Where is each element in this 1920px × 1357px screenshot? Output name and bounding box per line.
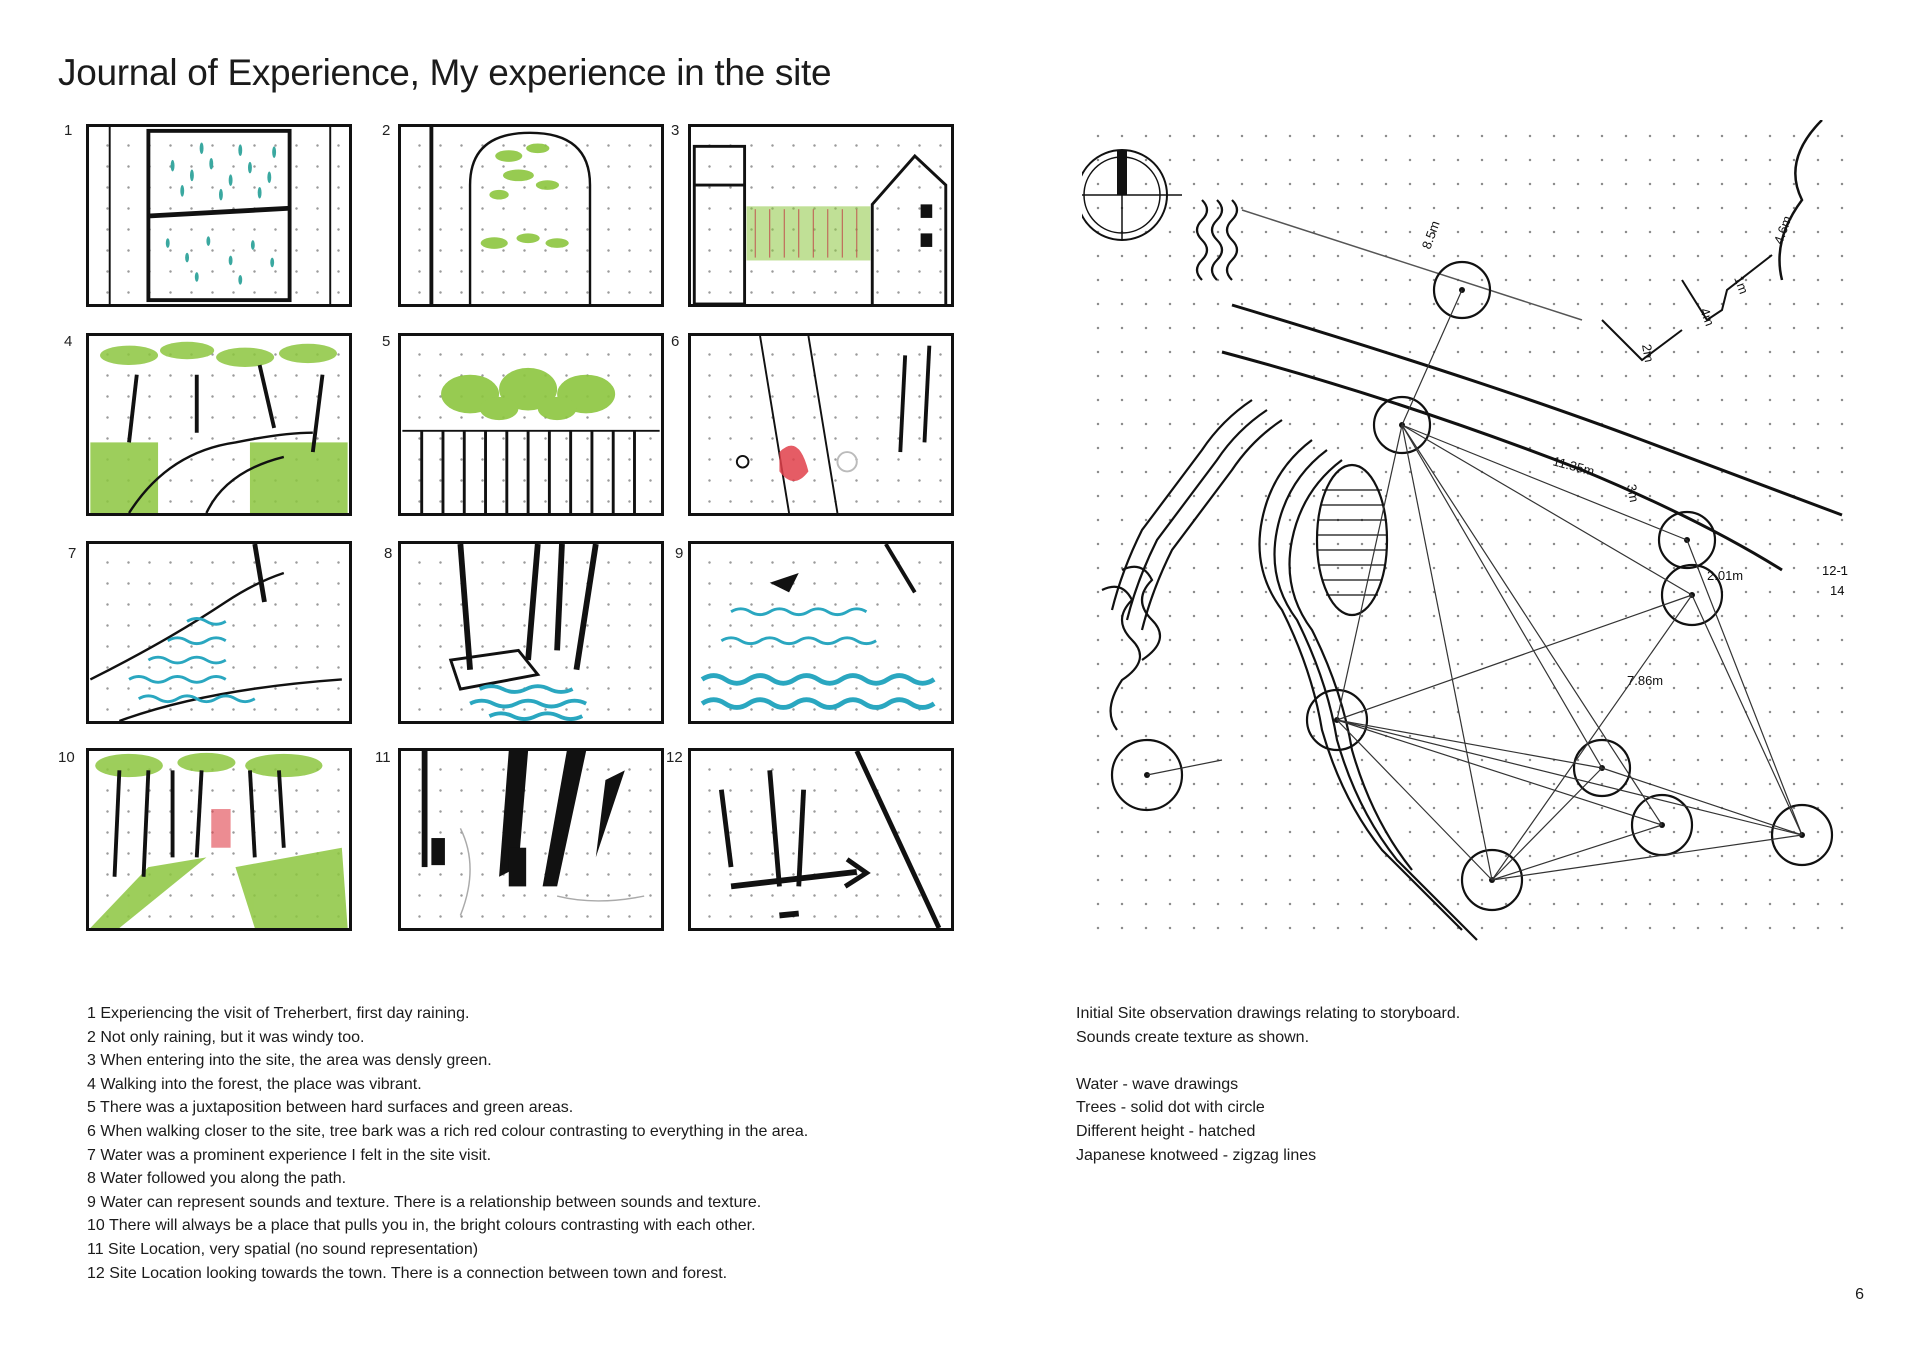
windy-doorway-sketch [429,127,592,304]
storyboard-frame-4 [86,333,352,516]
forest-path-sketch [90,341,348,513]
frame-number-5: 5 [382,333,391,350]
caption-line: 1 Experiencing the visit of Treherbert, … [87,1005,470,1022]
storyboard-frame-7 [86,541,352,724]
storyboard-frame-12 [688,748,954,931]
caption-line: 11 Site Location, very spatial (no sound… [87,1240,479,1258]
bridge-water-sketch [448,544,599,721]
measure-label: 7.86m [1627,673,1663,688]
frame-number-9: 9 [675,545,684,562]
storyboard-frame-5 [398,333,664,516]
page-title: Journal of Experience, My experience in … [58,52,832,93]
frame-number-8: 8 [384,545,393,562]
frame-number-6: 6 [671,333,680,350]
water-texture-sketch [700,544,936,710]
red-bark-sketch [735,336,932,513]
storyboard-frame-11 [398,748,664,931]
caption-line: 4 Walking into the forest, the place was… [87,1075,422,1093]
measure-label: 4.6m [1771,214,1795,246]
legend-line: Different height - hatched [1076,1122,1256,1140]
measure-label: 14 [1830,583,1844,598]
legend-line: Water - wave drawings [1076,1075,1239,1093]
frame-number-12: 12 [666,749,683,766]
legend-line: Japanese knotweed - zigzag lines [1076,1146,1317,1164]
site-observation-drawing: 8.5m 11.35m 3m 2.01m 7.86m 12-1 14 2m 4m… [1082,120,1860,948]
caption-line: 3 When entering into the site, the area … [87,1052,492,1070]
site-notes: Initial Site observation drawings relati… [1076,1002,1460,1167]
measure-label: 12-1 [1822,563,1848,578]
caption-line: 6 When walking closer to the site, tree … [87,1122,809,1140]
measure-label: 1m [1731,274,1751,296]
towards-town-sketch [718,751,942,928]
rain-window-sketch [108,127,332,304]
caption-line: 12 Site Location looking towards the tow… [87,1264,728,1282]
frame-number-4: 4 [64,333,73,350]
bright-forest-sketch [90,752,348,928]
north-arrow-icon [1082,149,1182,241]
storyboard-frame-2 [398,124,664,307]
caption-line: 5 There was a juxtaposition between hard… [87,1099,574,1117]
caption-line: 10 There will always be a place that pul… [87,1217,756,1235]
caption-line: 7 Water was a prominent experience I fel… [87,1146,492,1164]
storyboard-frame-6 [688,333,954,516]
caption-line: 2 Not only raining, but it was windy too… [87,1028,365,1046]
site-location-sketch [421,751,645,916]
storyboard-captions: 1 Experiencing the visit of Treherbert, … [87,1002,808,1285]
frame-number-2: 2 [382,122,391,139]
measure-label: 2.01m [1707,568,1743,583]
measure-label: 8.5m [1419,219,1443,251]
frame-number-10: 10 [58,749,75,766]
frame-number-11: 11 [375,749,391,766]
site-observation-map-sketch: 8.5m 11.35m 3m 2.01m 7.86m 12-1 14 2m 4m… [1082,120,1848,941]
storyboard-frame-8 [398,541,664,724]
page-number: 6 [1855,1286,1864,1303]
frame-number-7: 7 [68,545,77,562]
measure-label: 2m [1639,343,1657,363]
storyboard-frame-9 [688,541,954,724]
site-note-line: Initial Site observation drawings relati… [1076,1005,1461,1022]
fence-greenery-sketch [402,367,660,513]
storyboard-frame-1 [86,124,352,307]
caption-line: 9 Water can represent sounds and texture… [87,1193,762,1211]
site-note-line: Sounds create texture as shown. [1076,1028,1310,1046]
stream-sketch [89,544,342,721]
legend-line: Trees - solid dot with circle [1076,1099,1265,1117]
storyboard-frame-3 [688,124,954,307]
frame-number-1: 1 [64,122,73,139]
measure-label: 11.35m [1551,453,1596,478]
measure-label: 4m [1697,306,1717,328]
caption-line: 8 Water followed you along the path. [87,1170,347,1188]
frame-number-3: 3 [671,122,680,139]
measure-label: 3m [1624,483,1642,503]
green-entrance-sketch [692,144,948,304]
storyboard-frame-10 [86,748,352,931]
